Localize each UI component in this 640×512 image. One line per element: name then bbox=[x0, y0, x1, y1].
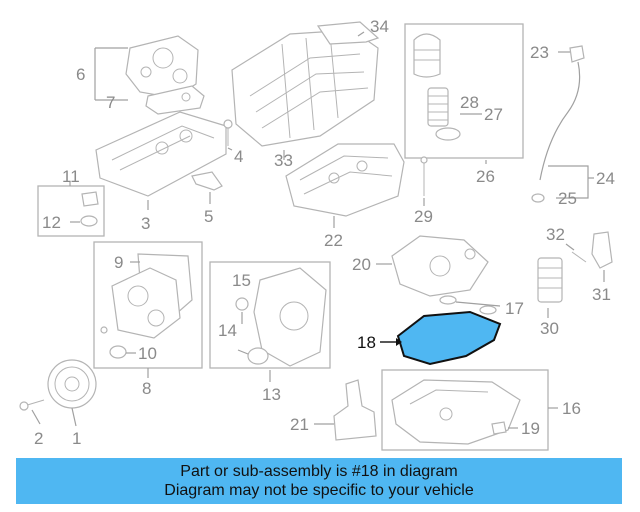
callout-7[interactable]: 7 bbox=[106, 93, 115, 112]
part-2-bolt-head bbox=[19, 401, 29, 411]
callout-20[interactable]: 20 bbox=[352, 255, 371, 274]
banner-line-2: Diagram may not be specific to your vehi… bbox=[164, 482, 474, 499]
callout-32[interactable]: 32 bbox=[546, 225, 565, 244]
callout-29[interactable]: 29 bbox=[414, 207, 433, 226]
callout-3[interactable]: 3 bbox=[141, 214, 150, 233]
part-10-seal bbox=[109, 345, 127, 359]
group-box-26 bbox=[404, 23, 524, 159]
callout-34[interactable]: 34 bbox=[370, 17, 389, 36]
callout-27[interactable]: 27 bbox=[484, 105, 503, 124]
leader-14 bbox=[237, 349, 249, 355]
part-4-bolt bbox=[223, 119, 233, 146]
leader-1 bbox=[71, 407, 77, 427]
part-15-plug bbox=[235, 297, 249, 311]
part-26-oil-filter-housing bbox=[413, 33, 441, 78]
part-25-washer bbox=[531, 193, 545, 203]
group-box-13 bbox=[209, 261, 331, 369]
leader-4 bbox=[227, 147, 233, 151]
part-5-bracket bbox=[191, 171, 223, 191]
part-31-bracket bbox=[591, 231, 613, 269]
group-box-16 bbox=[381, 369, 549, 451]
callout-12[interactable]: 12 bbox=[42, 213, 61, 232]
callout-18[interactable]: 18 bbox=[357, 333, 376, 352]
part-7-bracket bbox=[145, 85, 205, 115]
leader-24-25 bbox=[548, 165, 594, 199]
callout-15[interactable]: 15 bbox=[232, 271, 251, 290]
part-32-bolt bbox=[571, 251, 587, 263]
callout-25[interactable]: 25 bbox=[558, 189, 577, 208]
part-8-bolt bbox=[100, 326, 108, 334]
callout-9[interactable]: 9 bbox=[114, 253, 123, 272]
callout-21[interactable]: 21 bbox=[290, 415, 309, 434]
part-21-sensor bbox=[333, 379, 377, 441]
part-27-filter-element bbox=[427, 87, 449, 127]
leader-18-arrowhead bbox=[396, 338, 402, 346]
leader-2 bbox=[31, 409, 41, 425]
group-box-11-12 bbox=[37, 185, 105, 237]
info-banner: Part or sub-assembly is #18 in diagram D… bbox=[16, 458, 622, 504]
part-33-intake-manifold bbox=[231, 29, 379, 147]
part-29-bolt bbox=[420, 156, 428, 196]
part-17-seal bbox=[439, 295, 457, 305]
part-24-dipstick-tube bbox=[539, 61, 581, 181]
part-8-cover bbox=[111, 267, 181, 339]
callout-33[interactable]: 33 bbox=[274, 151, 293, 170]
leader-32 bbox=[565, 243, 575, 251]
part-19-plug bbox=[491, 421, 507, 435]
callout-16[interactable]: 16 bbox=[562, 399, 581, 418]
part-11-cap bbox=[81, 191, 99, 207]
callout-24[interactable]: 24 bbox=[596, 169, 615, 188]
banner-line-1: Part or sub-assembly is #18 in diagram bbox=[180, 463, 458, 480]
callout-23[interactable]: 23 bbox=[530, 43, 549, 62]
callout-5[interactable]: 5 bbox=[204, 207, 213, 226]
callout-1[interactable]: 1 bbox=[72, 429, 81, 448]
callout-13[interactable]: 13 bbox=[262, 385, 281, 404]
leader-17 bbox=[455, 301, 501, 307]
part-23-dipstick-handle bbox=[569, 45, 585, 63]
part-22-housing bbox=[285, 143, 405, 217]
part-13-timing-cover bbox=[253, 267, 327, 367]
part-17-seal-b bbox=[479, 305, 497, 315]
exploded-parts-diagram: 1 2 3 4 5 6 7 8 9 10 11 12 13 14 15 16 1… bbox=[19, 17, 615, 451]
callout-2[interactable]: 2 bbox=[34, 429, 43, 448]
leader-34 bbox=[357, 31, 365, 37]
callout-22[interactable]: 22 bbox=[324, 231, 343, 250]
part-34-gasket bbox=[316, 21, 380, 45]
part-16-oil-pan bbox=[391, 379, 521, 445]
part-30-oil-cooler bbox=[537, 257, 563, 303]
callout-8[interactable]: 8 bbox=[142, 379, 151, 398]
callout-11[interactable]: 11 bbox=[62, 167, 80, 186]
callout-26[interactable]: 26 bbox=[476, 167, 495, 186]
callout-19[interactable]: 19 bbox=[521, 419, 540, 438]
callout-4[interactable]: 4 bbox=[234, 147, 243, 166]
callout-10[interactable]: 10 bbox=[138, 344, 157, 363]
part-28-oring bbox=[435, 127, 461, 141]
callout-17[interactable]: 17 bbox=[505, 299, 524, 318]
callout-31[interactable]: 31 bbox=[592, 285, 611, 304]
callout-28[interactable]: 28 bbox=[460, 93, 479, 112]
part-12-seal bbox=[80, 215, 98, 227]
part-6-cover bbox=[125, 35, 199, 99]
part-18-oil-pan-gasket-highlighted[interactable] bbox=[396, 310, 502, 366]
callout-30[interactable]: 30 bbox=[540, 319, 559, 338]
callout-14[interactable]: 14 bbox=[218, 321, 237, 340]
part-1-crank-pulley bbox=[47, 359, 97, 409]
part-3-valve-cover bbox=[95, 111, 227, 197]
leader-6-7 bbox=[94, 47, 128, 101]
part-14-seal bbox=[247, 347, 269, 365]
callout-6[interactable]: 6 bbox=[76, 65, 85, 84]
part-20-oil-pump bbox=[391, 235, 489, 297]
